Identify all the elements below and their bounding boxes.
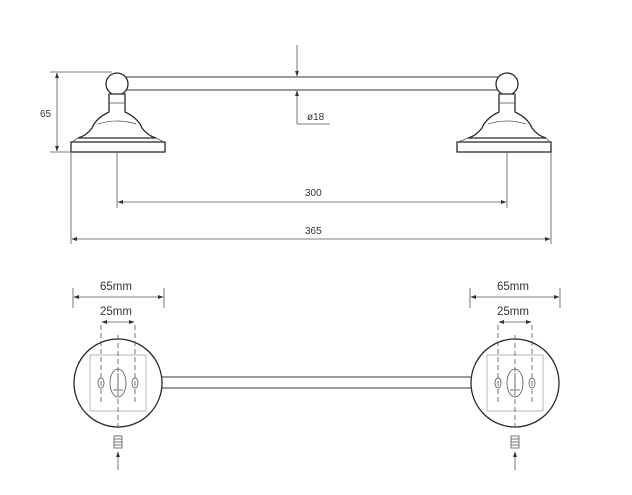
towel-bar-top <box>162 376 473 389</box>
right-plate-width-dimension: 65mm <box>469 281 561 308</box>
centers-dimension: 300 <box>116 152 508 208</box>
side-view: ø18 65 300 365 <box>40 45 552 244</box>
diameter-dimension: ø18 <box>295 45 330 125</box>
left-mounting-plate <box>73 325 163 470</box>
overall-dimension: 365 <box>70 152 552 244</box>
overall-label: 365 <box>305 226 322 237</box>
right-hole-spacing-dimension: 25mm <box>497 306 532 324</box>
right-mounting-plate <box>470 325 560 470</box>
left-set-screw-icon <box>113 435 123 470</box>
left-plate-width-label: 65mm <box>100 281 132 293</box>
diameter-label: ø18 <box>307 112 325 123</box>
top-view: 65mm 25mm <box>72 281 561 470</box>
left-hole-spacing-dimension: 25mm <box>100 306 135 324</box>
right-bracket-side <box>456 72 552 153</box>
towel-bar-side <box>126 76 500 91</box>
left-bracket-side <box>70 72 166 153</box>
left-plate-width-dimension: 65mm <box>72 281 165 308</box>
right-plate-width-label: 65mm <box>497 281 529 293</box>
right-set-screw-icon <box>510 435 520 470</box>
centers-label: 300 <box>305 188 322 199</box>
left-hole-spacing-label: 25mm <box>100 306 132 318</box>
height-dimension: 65 <box>40 71 112 153</box>
height-label: 65 <box>40 109 52 120</box>
right-hole-spacing-label: 25mm <box>497 306 529 318</box>
